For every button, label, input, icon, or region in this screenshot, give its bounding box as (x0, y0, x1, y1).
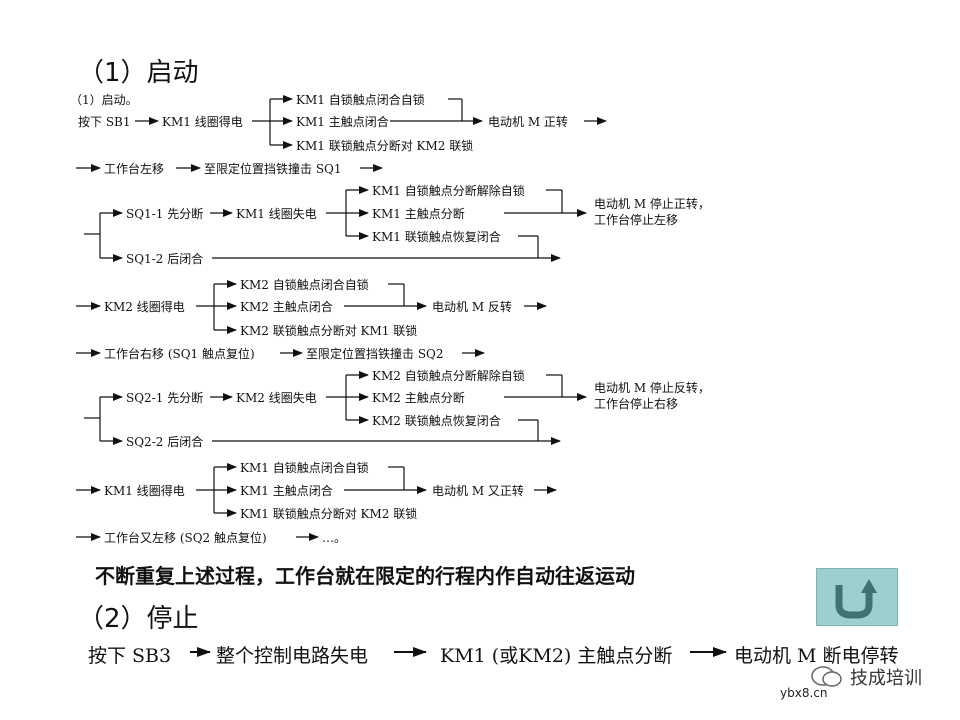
km1-coil-on: KM1 线圈得电 (162, 114, 243, 129)
km1-interlock-restore: KM1 联锁触点恢复闭合 (372, 229, 501, 244)
sq1-2-close: SQ1-2 后闭合 (126, 251, 203, 266)
km1-self-lock: KM1 自锁触点闭合自锁 (296, 92, 425, 107)
motor-reverse: 电动机 M 反转 (432, 299, 512, 314)
km1-coil-on-again: KM1 线圈得电 (104, 483, 185, 498)
motor-stop-reverse: 电动机 M 停止反转， (594, 380, 710, 395)
km2-interlock: KM2 联锁触点分断对 KM1 联锁 (240, 323, 417, 338)
table-right: 工作台右移 (SQ1 触点复位) (104, 346, 255, 361)
table-stop-right: 工作台停止右移 (594, 396, 678, 411)
sq2-2-close: SQ2-2 后闭合 (126, 434, 203, 449)
table-stop-left: 工作台停止左移 (594, 212, 678, 227)
sq1-1-open: SQ1-1 先分断 (126, 206, 203, 221)
return-arrow-icon (835, 579, 877, 619)
section2-title: （2）停止 (78, 604, 199, 634)
km1-interlock: KM1 联锁触点分断对 KM2 联锁 (296, 138, 473, 153)
km2-coil-on: KM2 线圈得电 (104, 299, 185, 314)
km2-coil-off: KM2 线圈失电 (236, 390, 317, 405)
motor-forward-again: 电动机 M 又正转 (432, 483, 524, 498)
km1-main-close: KM1 主触点闭合 (296, 114, 389, 129)
km2-unlock: KM2 自锁触点分断解除自锁 (372, 368, 525, 383)
return-button[interactable] (816, 568, 898, 626)
ellipsis: …。 (322, 531, 346, 545)
sq2-1-open: SQ2-1 先分断 (126, 390, 203, 405)
summary-text: 不断重复上述过程，工作台就在限定的行程内作自动往返运动 (95, 564, 635, 588)
hit-sq1: 至限定位置挡铁撞击 SQ1 (204, 161, 342, 176)
watermark: 技成培训 ybx8.cn (780, 662, 940, 702)
km1-main-close-again: KM1 主触点闭合 (240, 483, 333, 498)
km2-main-close: KM2 主触点闭合 (240, 299, 333, 314)
motor-forward: 电动机 M 正转 (488, 114, 568, 129)
control-circuit-off: 整个控制电路失电 (216, 645, 369, 667)
table-left-again: 工作台又左移 (SQ2 触点复位) (104, 530, 267, 545)
km1-self-lock-again: KM1 自锁触点闭合自锁 (240, 460, 369, 475)
press-sb3: 按下 SB3 (88, 645, 172, 667)
flow-intro: （1）启动。 (70, 93, 138, 107)
wechat-icon (811, 666, 842, 687)
km1-coil-off: KM1 线圈失电 (236, 206, 317, 221)
km2-self-lock: KM2 自锁触点闭合自锁 (240, 277, 369, 292)
hit-sq2: 至限定位置挡铁撞击 SQ2 (306, 346, 444, 361)
press-sb1: 按下 SB1 (78, 115, 131, 129)
watermark-text: 技成培训 (850, 668, 922, 689)
km2-main-open: KM2 主触点分断 (372, 390, 465, 405)
start-flow-diagram: （1）启动。 按下 SB1 KM1 线圈得电 KM1 自锁触点闭合自锁 KM1 … (70, 92, 710, 545)
watermark-site: ybx8.cn (780, 686, 828, 700)
motor-stop: 电动机 M 断电停转 (734, 645, 899, 667)
km1-main-open: KM1 主触点分断 (372, 206, 465, 221)
section1-title: （1）启动 (78, 58, 199, 88)
km1-interlock-again: KM1 联锁触点分断对 KM2 联锁 (240, 506, 417, 521)
motor-stop-forward: 电动机 M 停止正转， (594, 196, 710, 211)
km2-interlock-restore: KM2 联锁触点恢复闭合 (372, 413, 501, 428)
table-left: 工作台左移 (104, 161, 164, 176)
km1-unlock: KM1 自锁触点分断解除自锁 (372, 183, 525, 198)
main-contacts-open: KM1 (或KM2) 主触点分断 (440, 645, 673, 667)
